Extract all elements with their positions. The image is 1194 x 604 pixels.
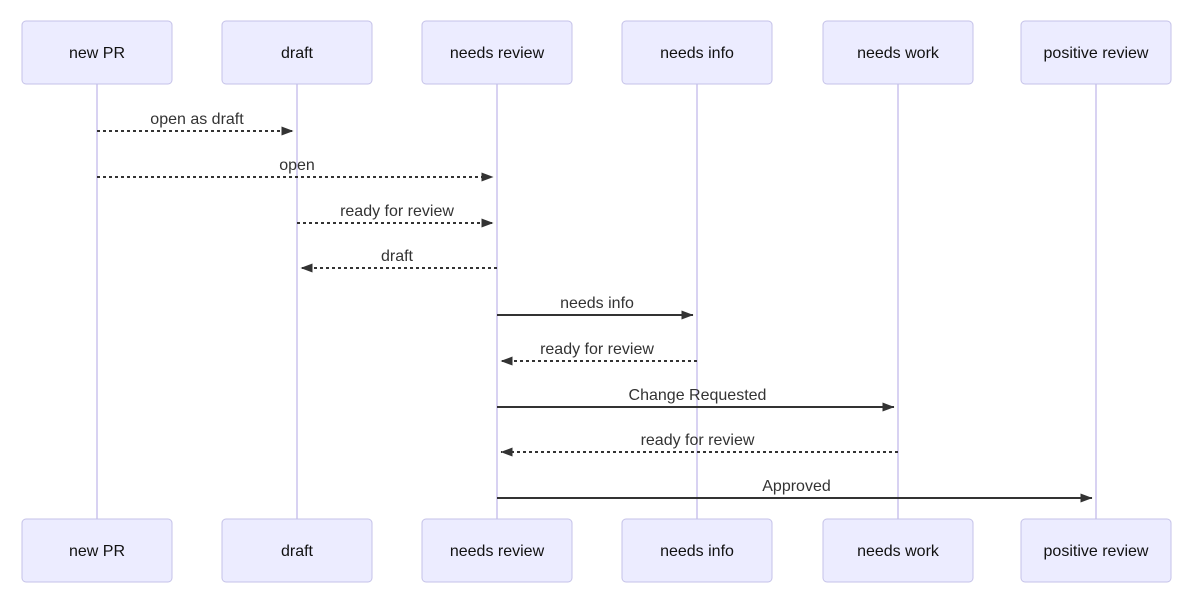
message-label-2: ready for review [340,203,454,220]
message-label-5: ready for review [540,341,654,358]
message-label-4: needs info [560,295,634,312]
actor-box-bottom-needs-work [822,518,974,583]
actor-box-top-draft [221,20,373,85]
actor-label-top-positive-review: positive review [1044,45,1149,62]
message-label-0: open as draft [150,111,244,128]
actor-label-bottom-needs-info: needs info [660,543,734,560]
actor-label-top-needs-review: needs review [450,45,545,62]
actor-box-top-positive-review [1020,20,1172,85]
actor-box-top-needs-info [621,20,773,85]
actors-layer: new PR draft needs review needs info needs w… [21,20,1172,583]
message-label-8: Approved [762,478,831,495]
actor-label-top-needs-work: needs work [857,45,940,62]
actor-label-bottom-positive-review: positive review [1044,543,1149,560]
messages-layer: open as draft open ready for review draft ne… [97,111,1093,503]
actor-box-bottom-new-pr [21,518,173,583]
actor-box-bottom-positive-review [1020,518,1172,583]
actor-label-top-needs-info: needs info [660,45,734,62]
actor-label-bottom-draft: draft [281,543,314,560]
actor-label-bottom-needs-review: needs review [450,543,545,560]
message-label-1: open [279,157,315,174]
actor-label-bottom-needs-work: needs work [857,543,940,560]
actor-box-bottom-needs-review [421,518,573,583]
actor-box-bottom-needs-info [621,518,773,583]
message-label-3: draft [381,248,414,265]
actor-box-top-new-pr [21,20,173,85]
message-label-6: Change Requested [629,387,767,404]
actor-box-bottom-draft [221,518,373,583]
lifelines-layer [96,84,1097,519]
message-label-7: ready for review [641,432,755,449]
actor-label-top-new-pr: new PR [69,45,125,62]
actor-label-bottom-new-pr: new PR [69,543,125,560]
actor-label-top-draft: draft [281,45,314,62]
actor-box-top-needs-work [822,20,974,85]
actor-box-top-needs-review [421,20,573,85]
